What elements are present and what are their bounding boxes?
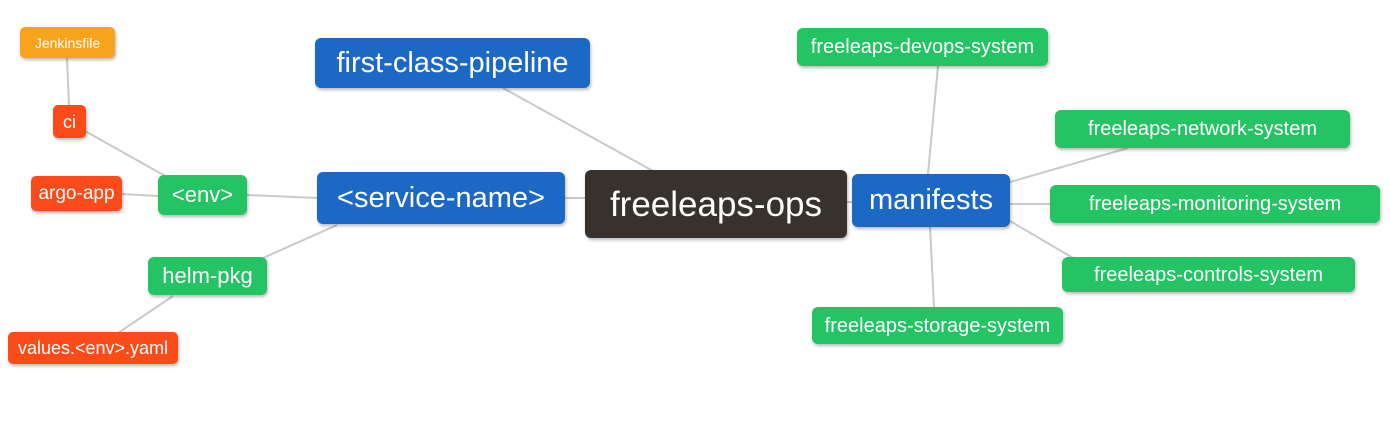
edge-manifests-storage [929,226,935,308]
edge-manifests-network [1009,147,1129,183]
node-freeleaps-monitoring-system[interactable]: freeleaps-monitoring-system [1050,185,1380,223]
edge-jenkinsfile-ci [66,57,70,106]
node-freeleaps-network-system[interactable]: freeleaps-network-system [1055,110,1350,148]
node-manifests[interactable]: manifests [852,174,1010,227]
edge-env-service-name [246,194,318,199]
node-env[interactable]: <env> [158,175,247,215]
node-freeleaps-storage-system[interactable]: freeleaps-storage-system [812,307,1063,344]
node-values-env-yaml[interactable]: values.<env>.yaml [8,332,178,364]
node-ci[interactable]: ci [53,105,86,138]
node-freeleaps-devops-system[interactable]: freeleaps-devops-system [797,28,1048,66]
node-helm-pkg[interactable]: helm-pkg [148,257,267,295]
edge-manifests-devops [927,65,939,175]
node-freeleaps-ops-root[interactable]: freeleaps-ops [585,170,847,238]
node-argo-app[interactable]: argo-app [31,176,122,211]
edge-values-yaml-helm-pkg [117,295,174,334]
node-service-name[interactable]: <service-name> [317,172,565,224]
edge-ci-env [84,130,168,178]
edge-argo-app-env [121,193,159,197]
edge-first-class-pipeline-root [502,87,654,172]
edge-manifests-controls [1009,220,1074,259]
edge-helm-pkg-service-name [262,224,338,259]
node-freeleaps-controls-system[interactable]: freeleaps-controls-system [1062,257,1355,292]
node-first-class-pipeline[interactable]: first-class-pipeline [315,38,590,88]
node-jenkinsfile[interactable]: Jenkinsfile [20,27,115,58]
